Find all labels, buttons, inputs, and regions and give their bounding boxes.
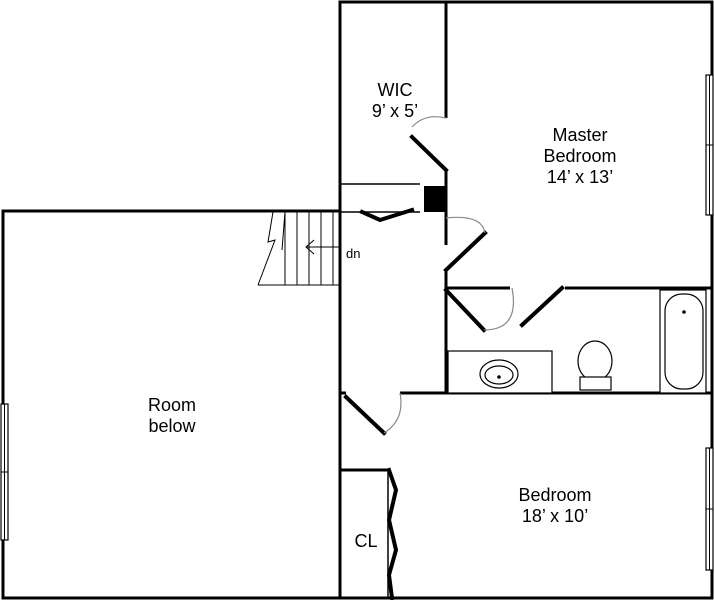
wic-size: 9’ x 5’ <box>371 101 419 121</box>
closet-name: CL <box>354 531 378 551</box>
toilet-icon <box>577 340 613 382</box>
master-name-line2: Bedroom <box>543 146 617 166</box>
master-size: 14’ x 13’ <box>546 167 614 187</box>
wic-name: WIC <box>377 80 413 100</box>
master-bedroom-label: Master Bedroom 14’ x 13’ <box>510 125 650 188</box>
bedroom-name: Bedroom <box>518 485 592 505</box>
bedroom-size: 18’ x 10’ <box>521 506 589 526</box>
bathroom-fixtures <box>447 289 707 394</box>
stairs-direction-label: dn <box>346 246 361 261</box>
room-below-line1: Room <box>147 395 196 415</box>
closet-label: CL <box>344 531 388 552</box>
doors <box>343 116 565 600</box>
staircase <box>257 211 340 286</box>
bedroom-label: Bedroom 18’ x 10’ <box>490 485 620 527</box>
windows <box>0 74 714 571</box>
wic-label: WIC 9’ x 5’ <box>352 80 438 122</box>
master-name-line1: Master <box>552 125 608 145</box>
room-below-line2: below <box>148 416 196 436</box>
room-below-label: Room below <box>122 395 222 437</box>
